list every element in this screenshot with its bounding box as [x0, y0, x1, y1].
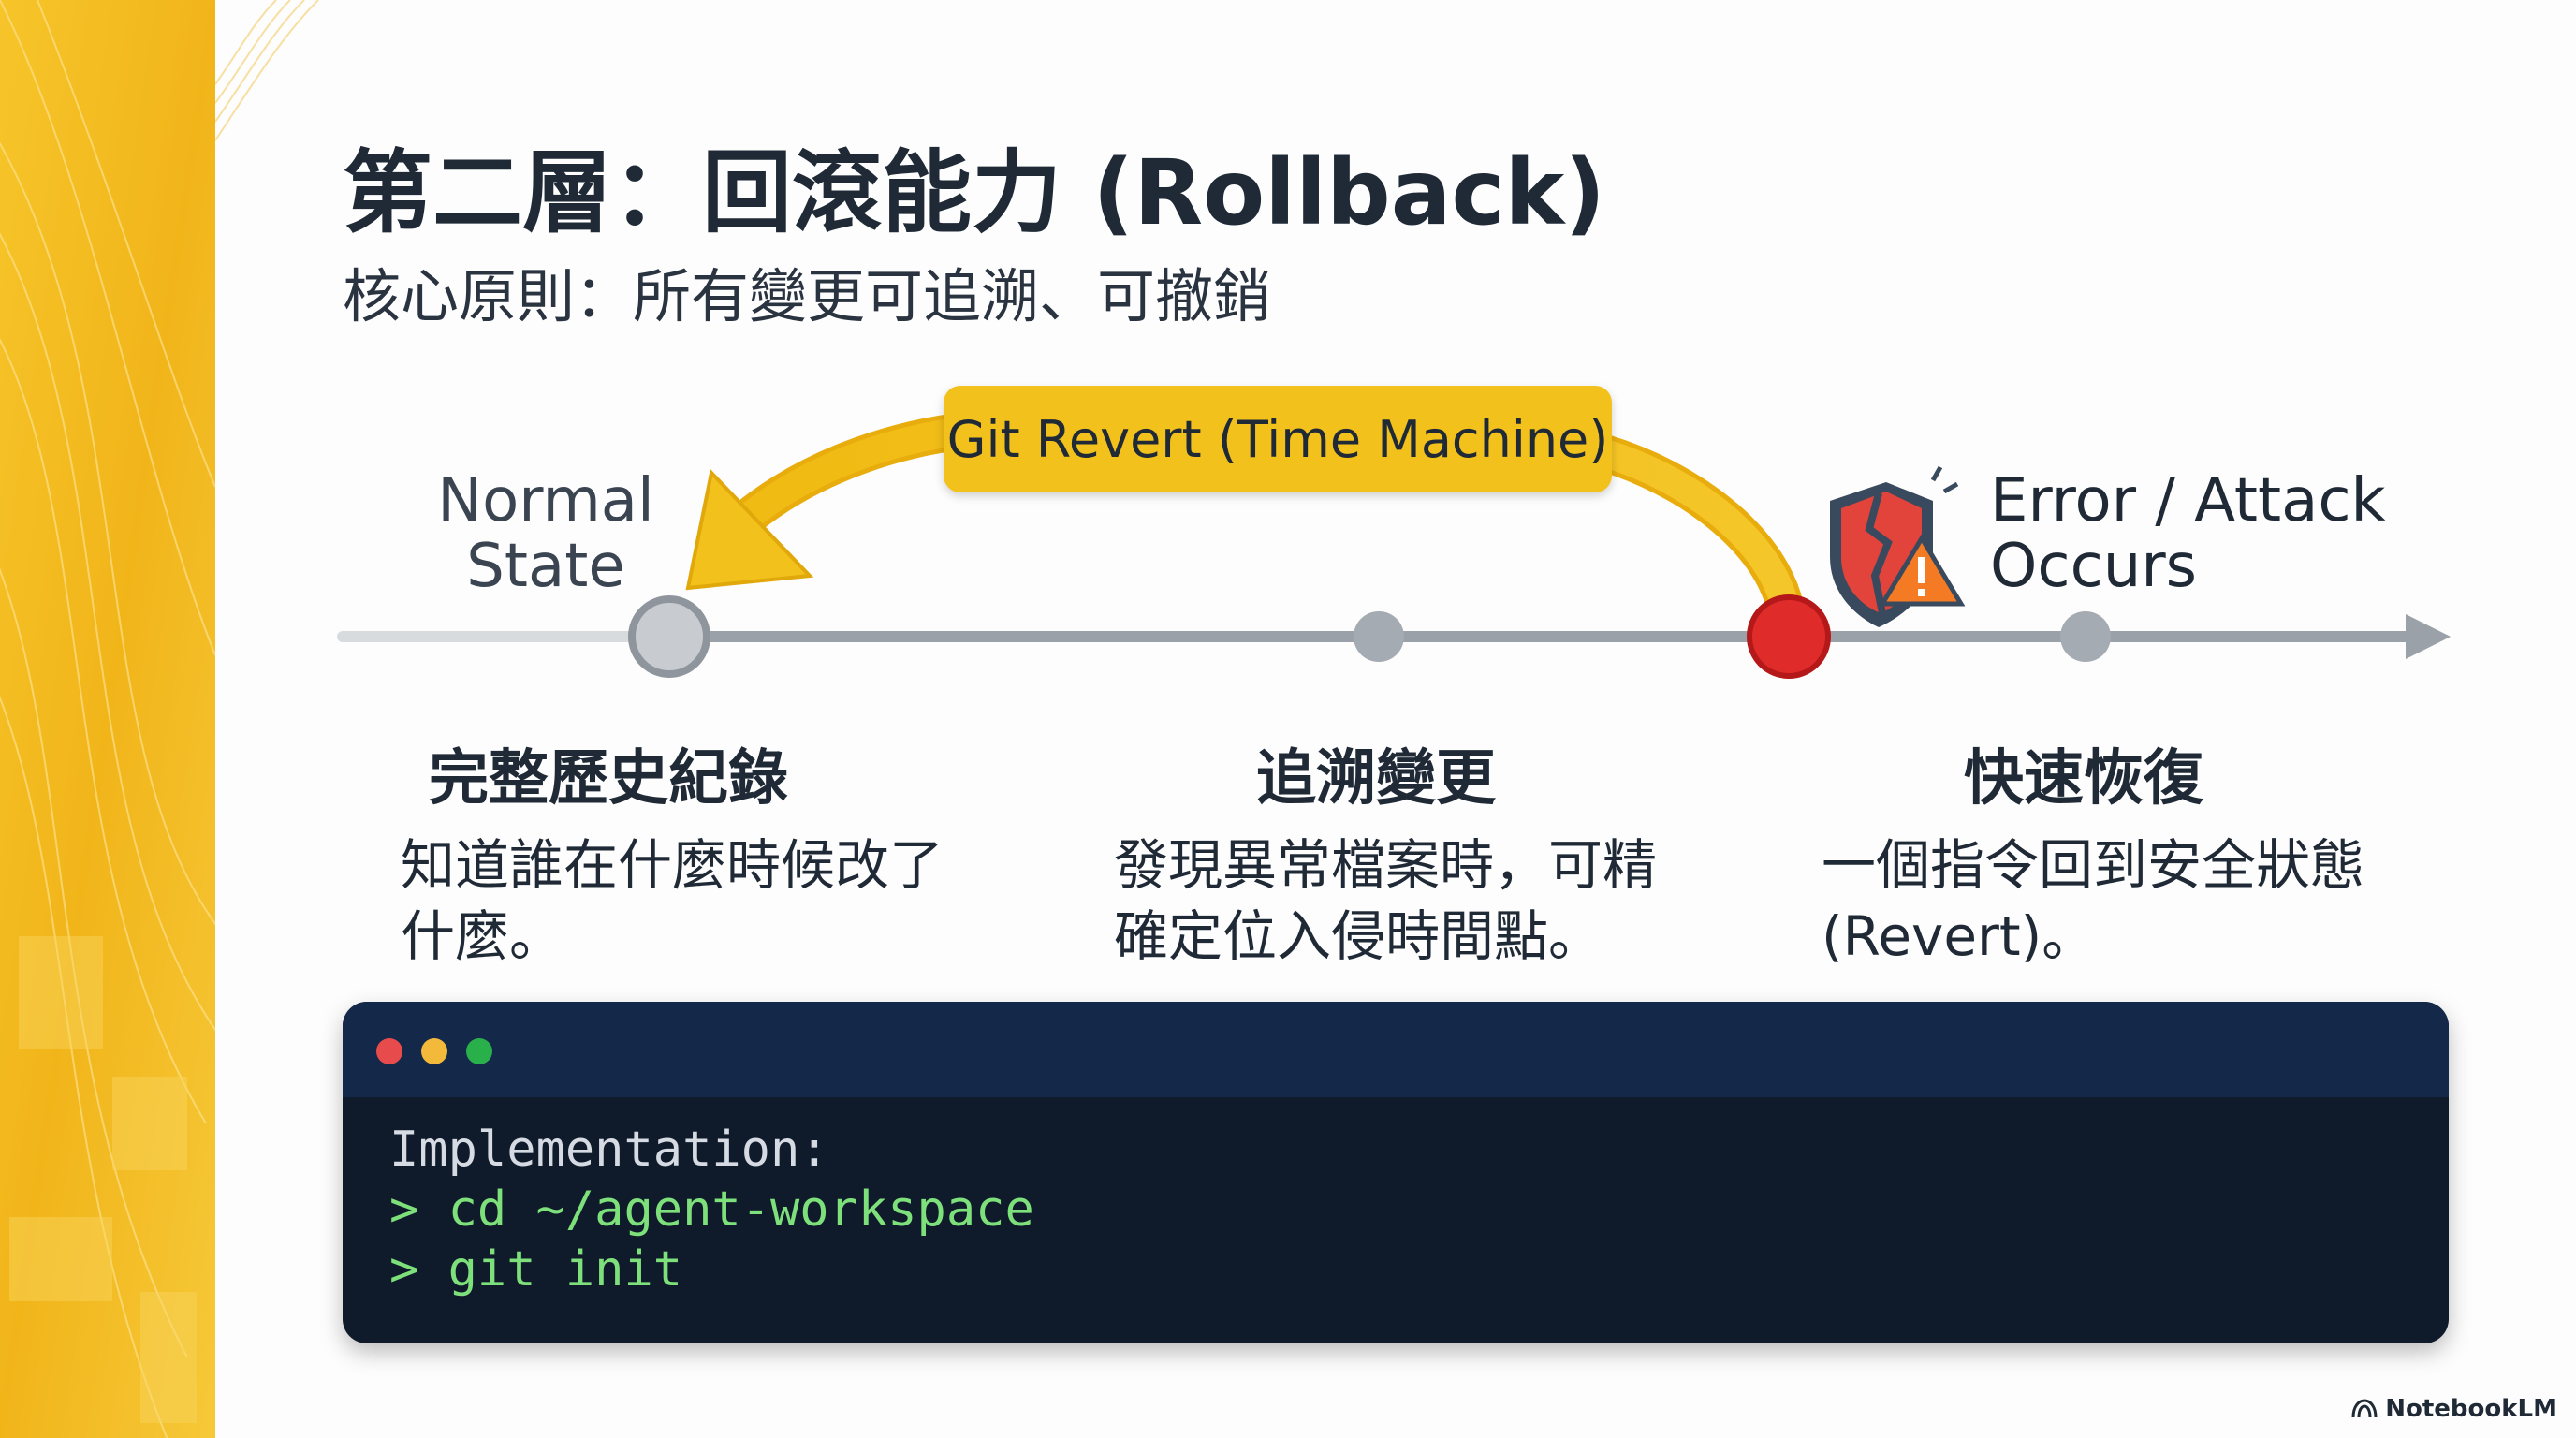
step-description: 一個指令回到安全狀態 (Revert)。	[1822, 829, 2402, 972]
step-heading: 完整歷史紀錄	[429, 744, 788, 814]
step-description-line: 確定位入侵時間點。	[1114, 904, 1603, 968]
terminal-command-line: > git init	[389, 1240, 2402, 1299]
step-description: 知道誰在什麼時候改了 什麼。	[401, 829, 981, 972]
step-trace-changes: 追溯變更 發現異常檔案時，可精 確定位入侵時間點。	[1114, 730, 1694, 972]
step-description-line: 什麼。	[401, 904, 564, 968]
git-revert-label: Git Revert (Time Machine)	[946, 409, 1609, 469]
step-description-line: 知道誰在什麼時候改了	[401, 833, 944, 897]
step-description-line: 發現異常檔案時，可精	[1114, 833, 1658, 897]
timeline-arrowhead	[2406, 614, 2451, 659]
page-title: 第二層：回滾能力 (Rollback)	[343, 140, 1606, 245]
timeline-node-mid	[1354, 611, 1404, 662]
broken-shield-warning-icon	[1830, 465, 1966, 627]
normal-state-line-2: State	[466, 532, 625, 601]
decorative-side-band	[0, 0, 215, 1438]
normal-state-line-1: Normal	[437, 466, 654, 536]
terminal-command: git init	[447, 1241, 683, 1298]
terminal-body: Implementation: > cd ~/agent-workspace >…	[343, 1097, 2449, 1322]
error-attack-label: Error / Attack Occurs	[1990, 468, 2386, 599]
terminal-title-bar	[343, 1002, 2449, 1097]
maximize-window-dot	[466, 1038, 492, 1064]
step-description: 發現異常檔案時，可精 確定位入侵時間點。	[1114, 829, 1694, 972]
terminal-prompt: >	[389, 1241, 419, 1298]
notebooklm-logo-icon	[2351, 1399, 2378, 1418]
normal-state-node	[628, 595, 710, 678]
minimize-window-dot	[421, 1038, 447, 1064]
step-full-history: 完整歷史紀錄 知道誰在什麼時候改了 什麼。	[401, 730, 981, 972]
step-heading: 追溯變更	[1256, 744, 1496, 814]
revert-arrowhead	[685, 468, 814, 591]
corner-swirl-decoration	[215, 0, 319, 141]
normal-state-label: Normal State	[412, 468, 680, 599]
terminal-heading: Implementation:	[389, 1122, 829, 1178]
timeline-node-right	[2060, 611, 2111, 662]
page-subtitle: 核心原則：所有變更可追溯、可撤銷	[343, 262, 1272, 330]
error-label-line-2: Occurs	[1990, 532, 2197, 601]
close-window-dot	[376, 1038, 402, 1064]
terminal-command-line: > cd ~/agent-workspace	[389, 1180, 2402, 1240]
terminal-command: cd ~/agent-workspace	[447, 1181, 1034, 1238]
git-revert-banner: Git Revert (Time Machine)	[944, 386, 1612, 492]
step-heading: 快速恢復	[1964, 744, 2203, 814]
terminal-window: Implementation: > cd ~/agent-workspace >…	[343, 1002, 2449, 1343]
terminal-prompt: >	[389, 1181, 419, 1238]
error-node	[1747, 594, 1831, 679]
brand-label: NotebookLM	[2385, 1395, 2557, 1423]
error-label-line-1: Error / Attack	[1990, 466, 2386, 536]
notebooklm-brand: NotebookLM	[2351, 1395, 2557, 1423]
step-quick-recovery: 快速恢復 一個指令回到安全狀態 (Revert)。	[1822, 730, 2402, 972]
step-description-line: (Revert)。	[1822, 904, 2097, 968]
step-description-line: 一個指令回到安全狀態	[1822, 833, 2365, 897]
